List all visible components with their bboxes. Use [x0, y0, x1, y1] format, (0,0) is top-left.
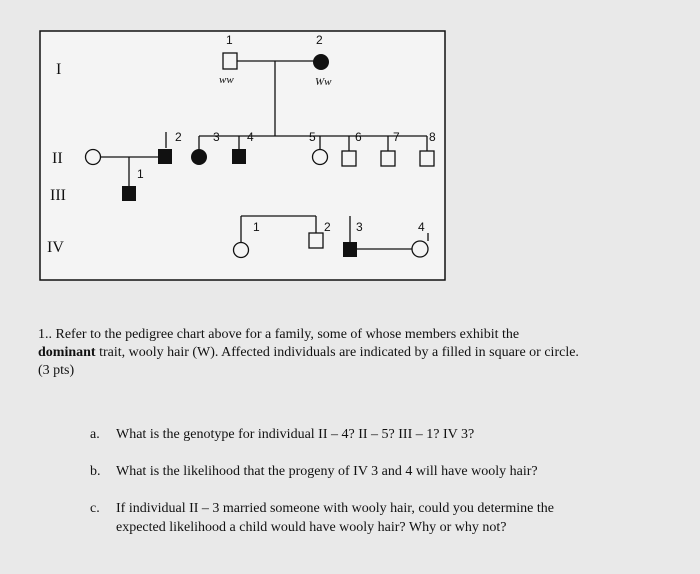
genotype-label: Ww	[315, 76, 332, 88]
individual-ii-7-male	[380, 150, 396, 167]
individual-number: 7	[393, 130, 400, 144]
individual-ii-8-male	[419, 150, 435, 167]
part-text: If individual II – 3 married someone wit…	[116, 499, 676, 537]
part-text: What is the likelihood that the progeny …	[116, 464, 538, 479]
individual-number: 1	[226, 33, 233, 47]
question-points: (3 pts)	[38, 363, 75, 378]
individual-number: 3	[213, 130, 220, 144]
individual-number: 2	[324, 220, 331, 234]
individual-ii-1-female	[84, 148, 102, 166]
part-text-line: If individual II – 3 married someone wit…	[116, 501, 554, 516]
individual-number: 2	[175, 130, 182, 144]
individual-number: 6	[355, 130, 362, 144]
part-text-line: expected likelihood a child would have w…	[116, 520, 507, 535]
individual-number: 4	[247, 130, 254, 144]
pedigree-lines	[101, 60, 429, 250]
individual-iv-2-male	[308, 232, 324, 249]
individual-number: 1	[137, 167, 144, 181]
individual-number: 2	[316, 33, 323, 47]
part-text: What is the genotype for individual II –…	[116, 427, 475, 442]
part-letter: c.	[90, 501, 100, 516]
pedigree-chart: I II III IV 1 2 ww Ww 2	[39, 30, 446, 281]
individual-iv-4-female	[411, 240, 429, 258]
individual-number: 8	[429, 130, 436, 144]
part-letter: b.	[90, 464, 101, 479]
individual-i-2-female-affected	[313, 54, 329, 70]
part-letter: a.	[90, 427, 100, 442]
individual-ii-3-female-affected	[191, 149, 207, 165]
individual-number: 1	[253, 220, 260, 234]
generation-label-i: I	[56, 61, 61, 78]
individual-iv-1-female	[232, 241, 250, 259]
individual-iv-3-male-affected	[343, 242, 357, 257]
question-intro-line-1: 1.. Refer to the pedigree chart above fo…	[38, 327, 520, 342]
individual-iii-1-male-affected	[122, 186, 136, 201]
generation-label-ii: II	[52, 150, 63, 167]
question-intro-line-2: dominant trait, wooly hair (W). Affected…	[38, 344, 688, 362]
individual-number: 3	[356, 220, 363, 234]
individual-ii-5-female	[311, 148, 329, 166]
individual-number: 5	[309, 130, 316, 144]
individual-ii-4-male-affected	[232, 149, 246, 164]
generation-label-iv: IV	[47, 239, 64, 256]
individual-i-1-male	[222, 52, 238, 70]
individual-ii-2-male-affected	[158, 149, 172, 164]
question-intro: 1.. Refer to the pedigree chart above fo…	[38, 326, 688, 380]
individual-number: 4	[418, 220, 425, 234]
question-intro-continued: trait, wooly hair (W). Affected individu…	[95, 345, 579, 360]
dominant-emphasis: dominant	[38, 345, 96, 360]
generation-label-iii: III	[50, 187, 66, 204]
genotype-label: ww	[219, 74, 234, 86]
individual-ii-6-male	[341, 150, 357, 167]
